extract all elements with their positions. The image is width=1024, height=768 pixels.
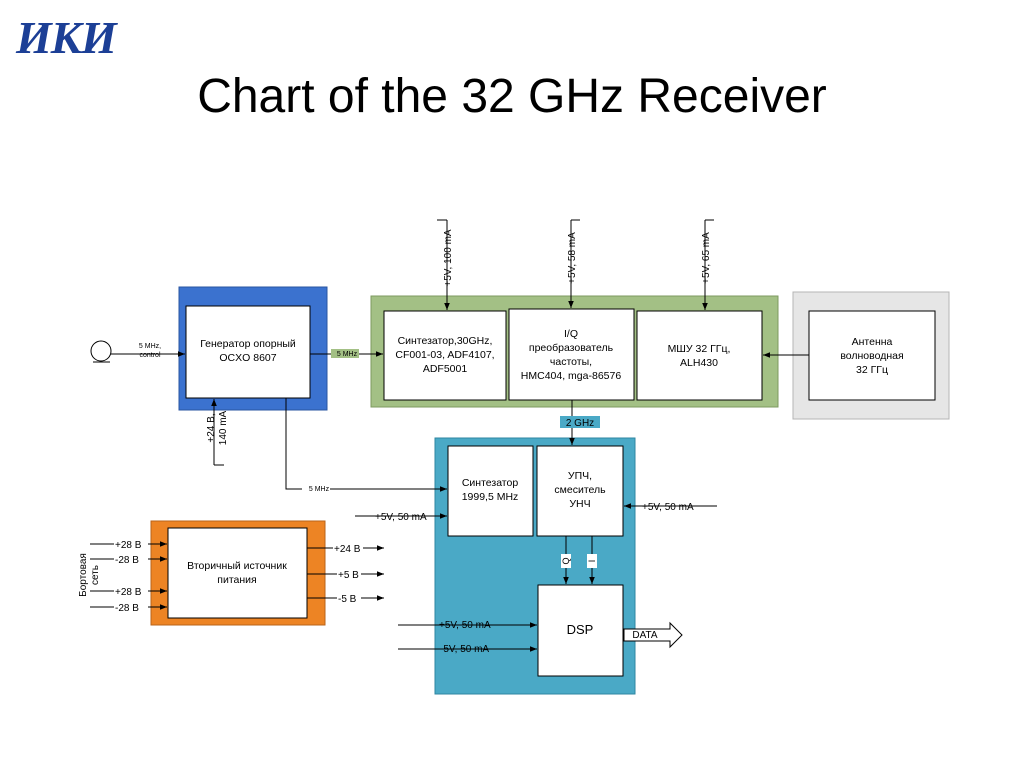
iq-block — [508, 308, 635, 401]
antenna-block — [808, 310, 936, 401]
ocxo-label-2: OCXO 8607 — [219, 352, 276, 364]
dsp-neg-label: -5V, 50 mA — [440, 644, 489, 655]
ch-q-label: Q — [561, 557, 571, 564]
synth1999-label-1: Синтезатор — [462, 477, 519, 489]
dsp-label: DSP — [567, 622, 594, 637]
ocxo-label-1: Генератор опорный — [200, 338, 296, 350]
page-title: Chart of the 32 GHz Receiver — [197, 70, 827, 123]
ch-i-label: I — [587, 560, 597, 563]
psu-out-label-2: +5 В — [338, 570, 359, 581]
ref-out-label: 5 MHz — [337, 351, 358, 358]
synth30-label-1: Синтезатор,30GHz, — [398, 335, 493, 347]
ocxo-block — [185, 305, 311, 399]
ext-ref-label-2: control — [139, 352, 160, 359]
onboard-label-1: Бортовая — [78, 553, 89, 597]
psu-out-label-3: -5 В — [338, 594, 357, 605]
synth30-label-3: ADF5001 — [423, 363, 468, 375]
antenna-label-3: 32 ГГц — [856, 364, 888, 376]
iq-label-2: преобразователь — [529, 342, 614, 354]
ext-ref-label-1: 5 MHz, — [139, 343, 161, 350]
lna-label-2: ALH430 — [680, 357, 718, 369]
if-mixer-label-1: УПЧ, — [568, 470, 592, 482]
pwr-ocxo-label-1: +24 В, — [206, 413, 217, 442]
lna-block — [636, 310, 763, 401]
pwr-synth30-label: +5V, 100 mA — [443, 229, 454, 287]
psu-out-label-1: +24 В — [334, 544, 361, 555]
ref-synth-label: 5 MHz — [309, 486, 330, 493]
synth1999-label-2: 1999,5 MHz — [462, 491, 519, 503]
psu-in-label-2: -28 В — [115, 555, 139, 566]
psu-block — [167, 527, 308, 619]
psu-label-2: питания — [217, 574, 256, 586]
psu-in-label-4: -28 В — [115, 603, 139, 614]
iq-label-4: HMC404, mga-86576 — [521, 370, 622, 382]
if-mixer-label-2: смеситель — [554, 484, 606, 496]
psu-label-1: Вторичный источник — [187, 560, 287, 572]
logo-text: ИКИ — [16, 12, 117, 63]
if-freq-label: 2 GHz — [566, 418, 594, 429]
lna-label-1: МШУ 32 ГГц, — [668, 343, 731, 355]
psu-in-label-3: +28 В — [115, 587, 142, 598]
pwr-lna-label: +5V, 65 mA — [701, 232, 712, 284]
antenna-label-2: волноводная — [840, 350, 903, 362]
pwr-if-label: +5V, 50 mA — [642, 502, 694, 513]
pwr-iq-label: +5V, 58 mA — [567, 232, 578, 284]
dsp-pos-label: +5V, 50 mA — [439, 620, 491, 631]
if-mixer-block — [536, 445, 624, 537]
iq-label-1: I/Q — [564, 328, 578, 340]
ref-synth-line — [285, 398, 447, 492]
synth30-label-2: CF001-03, ADF4107, — [395, 349, 494, 361]
data-out-arrow — [623, 621, 683, 649]
ref-connector-icon — [90, 340, 112, 362]
psu-in-label-1: +28 В — [115, 540, 142, 551]
synth1999-block — [447, 445, 534, 537]
iki-logo: ИКИ — [16, 8, 117, 68]
if-mixer-label-3: УНЧ — [569, 498, 590, 510]
data-out-label: DATA — [632, 630, 658, 641]
iq-label-3: частоты, — [550, 356, 592, 368]
onboard-label-2: сеть — [90, 565, 101, 585]
antenna-label-1: Антенна — [852, 336, 893, 348]
pwr-ocxo-label-2: 140 mA — [218, 410, 229, 445]
pwr-synth1999-label: +5V, 50 mA — [375, 512, 427, 523]
dsp-block — [537, 584, 624, 677]
synth30-block — [383, 310, 507, 401]
